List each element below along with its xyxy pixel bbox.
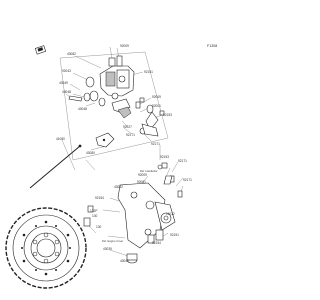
label-43045: 43045 (120, 259, 129, 263)
caliper-body (99, 55, 135, 100)
label-43082-bot: 43082 (114, 185, 123, 189)
label-92171-c: 92171 (178, 159, 187, 163)
label-92043: 92043 (62, 69, 71, 73)
label-92171-a: 92171 (126, 133, 135, 137)
label-43080: 43080 (86, 151, 95, 155)
note-ref-handlebar: Ref. Handlebar (140, 169, 158, 173)
label-132p: 132P (90, 209, 97, 213)
label-92153: 92153 (163, 113, 172, 117)
caliper-bracket (117, 182, 176, 249)
label-43048-b: 43048 (78, 107, 87, 111)
parts-diagram: F1308 (5, 44, 217, 289)
label-43082-top: 43082 (67, 52, 76, 56)
label-43048-a: 43048 (62, 90, 71, 94)
label-130-b: 130 (96, 225, 102, 229)
label-92009-top: 92009 (120, 44, 129, 48)
brake-pads (95, 98, 132, 148)
label-92154-b: 92154 (152, 241, 161, 245)
diagram-code: F1308 (207, 44, 217, 48)
label-92153-b: 92153 (160, 155, 169, 159)
brake-disc (5, 207, 87, 289)
label-41080: 41080 (56, 137, 65, 141)
fasteners-right (157, 162, 183, 198)
long-bolt (29, 144, 82, 189)
label-92154: 92154 (95, 196, 104, 200)
label-92151: 92151 (144, 70, 153, 74)
slide-pins (135, 97, 165, 137)
label-92151-b: 92151 (170, 233, 179, 237)
label-130-a: 130 (92, 214, 98, 218)
caliper-pad-pin-icon (34, 45, 47, 55)
note-ref-engine-cover: Ref. Engine Cover (102, 239, 123, 243)
disc-bolts (83, 205, 94, 227)
label-43039: 43039 (103, 247, 112, 251)
bleeder-cap (126, 253, 138, 264)
label-92171-b: 92171 (151, 142, 160, 146)
part-labels: 43082 92009 92043 43049 43048 43048 9215… (56, 44, 192, 263)
label-92001: 92001 (152, 104, 161, 108)
label-92009-r: 92009 (152, 95, 161, 99)
pistons-and-seals (83, 76, 106, 107)
label-43049: 43049 (59, 81, 68, 85)
label-92171-d: 92171 (183, 178, 192, 182)
pad-spring (65, 93, 83, 102)
label-92009-m: 92009 (138, 173, 147, 177)
label-92027: 92027 (123, 125, 132, 129)
label-11012: 11012 (166, 212, 175, 216)
caliper-assembly-box (59, 51, 169, 161)
label-92081: 92081 (137, 180, 146, 184)
